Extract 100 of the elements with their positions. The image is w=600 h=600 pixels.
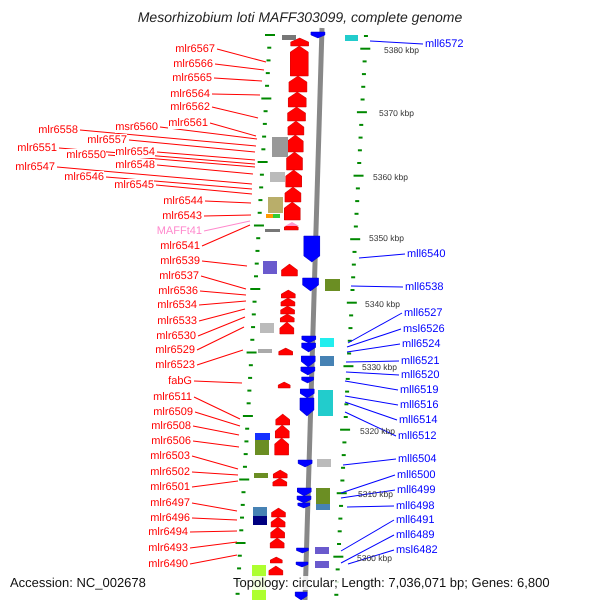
leader-line — [344, 412, 396, 436]
gene-label: mll6520 — [401, 369, 440, 381]
leader-line — [192, 480, 238, 488]
leader-line — [192, 426, 240, 436]
leader-line — [202, 224, 250, 246]
leader-line — [346, 372, 400, 376]
gene-label: mlr6490 — [148, 558, 188, 570]
gene-label: mlr6511 — [153, 391, 192, 403]
gene-label: mlr6543 — [162, 210, 202, 222]
gene-label: mlr6533 — [157, 315, 197, 327]
gene-label: mll6572 — [425, 38, 464, 50]
leader-line — [194, 412, 240, 426]
gene-label: mlr6496 — [150, 512, 190, 524]
scale-label: 5330 kbp — [362, 362, 397, 372]
gene-label: mlr6529 — [155, 344, 195, 356]
leader-line — [370, 40, 424, 44]
leader-line — [156, 152, 256, 160]
gene-label: mll6489 — [396, 529, 435, 541]
gene-label: msl6526 — [403, 323, 445, 335]
gene-label: mlr6562 — [170, 101, 210, 113]
gene-label: mll6491 — [396, 514, 435, 526]
leader-line — [344, 396, 398, 406]
gene-label: mlr6506 — [151, 435, 191, 447]
gene-label: mlr6550 — [66, 149, 106, 161]
leader-line — [340, 474, 396, 494]
leader-line — [192, 456, 238, 470]
leader-line — [200, 290, 246, 296]
leader-line — [212, 106, 258, 118]
gene-label: mlr6566 — [173, 58, 213, 70]
gene-label: msr6560 — [115, 121, 158, 133]
gene-label: mlr6546 — [64, 171, 104, 183]
scale-label: 5340 kbp — [365, 299, 400, 309]
leader-line — [190, 554, 238, 564]
gene-label: mll6498 — [396, 500, 435, 512]
gene-label: mlr6501 — [150, 481, 190, 493]
gene-label: mll6527 — [404, 307, 443, 319]
gene-label: MAFFt41 — [156, 225, 202, 237]
leader-line — [214, 78, 262, 82]
gene-label: mlr6494 — [148, 526, 188, 538]
leader-line — [340, 520, 394, 552]
leader-line — [128, 140, 256, 152]
leader-line — [348, 312, 402, 344]
gene-label: mlr6539 — [160, 255, 200, 267]
gene-label: mll6519 — [400, 384, 439, 396]
gene-label: mlr6565 — [172, 72, 212, 84]
leader-line — [196, 350, 244, 366]
leader-line — [198, 316, 246, 336]
gene-label: mlr6536 — [158, 285, 198, 297]
leader-line — [212, 94, 260, 96]
gene-label: mlr6541 — [160, 240, 200, 252]
gene-label: mlr6561 — [168, 117, 208, 129]
scale-label: 5370 kbp — [379, 108, 414, 118]
gene-label: mll6521 — [401, 355, 440, 367]
gene-label: mll6540 — [407, 248, 446, 260]
gene-label: mlr6567 — [175, 43, 215, 55]
leader-line — [192, 518, 238, 520]
gene-label: mlr6554 — [115, 146, 155, 158]
gene-label: mlr6547 — [15, 161, 55, 173]
scale-label: 5360 kbp — [373, 172, 408, 182]
leader-line — [344, 402, 398, 420]
leader-line — [156, 164, 254, 174]
leader-line — [192, 502, 238, 512]
gene-label: mll6514 — [399, 414, 438, 426]
gene-label: fabG — [168, 375, 192, 387]
info-text: Topology: circular; Length: 7,036,071 bp; Genes: 6,800 — [233, 576, 550, 590]
scale-label: 5380 kbp — [384, 45, 419, 55]
gene-label: mll6512 — [398, 430, 437, 442]
leader-line — [200, 276, 246, 290]
gene-label: mlr6548 — [115, 159, 155, 171]
gene-label: mlr6508 — [151, 420, 191, 432]
gene-label: mlr6503 — [150, 450, 190, 462]
gene-label: mlr6497 — [150, 497, 190, 509]
gene-label: mlr6551 — [17, 142, 57, 154]
leader-line — [204, 214, 252, 216]
leader-line — [190, 530, 238, 532]
leader-line — [198, 308, 246, 322]
leader-line — [350, 286, 404, 288]
leader-line — [194, 396, 240, 420]
leader-line — [346, 360, 400, 362]
gene-label: msl6482 — [396, 544, 438, 556]
leader-line — [56, 166, 252, 184]
gene-label: mlr6557 — [87, 134, 127, 146]
gene-label: mlr6502 — [150, 466, 190, 478]
leader-line — [156, 184, 252, 194]
leader-line — [216, 48, 266, 62]
leader-line — [346, 328, 402, 348]
gene-label: mlr6537 — [159, 270, 199, 282]
gene-label: mlr6530 — [156, 330, 196, 342]
leader-line — [194, 380, 242, 384]
gene-label: mlr6509 — [153, 406, 193, 418]
gene-label: mll6500 — [397, 469, 436, 481]
leader-line — [342, 458, 396, 466]
gene-label: mll6516 — [400, 399, 439, 411]
leader-line — [190, 542, 238, 548]
leader-line — [204, 200, 252, 204]
gene-label: mlr6534 — [157, 299, 197, 311]
gene-label: mll6538 — [405, 281, 444, 293]
gene-label: mll6499 — [397, 484, 436, 496]
gene-label: mll6524 — [402, 338, 441, 350]
gene-label: mlr6558 — [38, 124, 78, 136]
